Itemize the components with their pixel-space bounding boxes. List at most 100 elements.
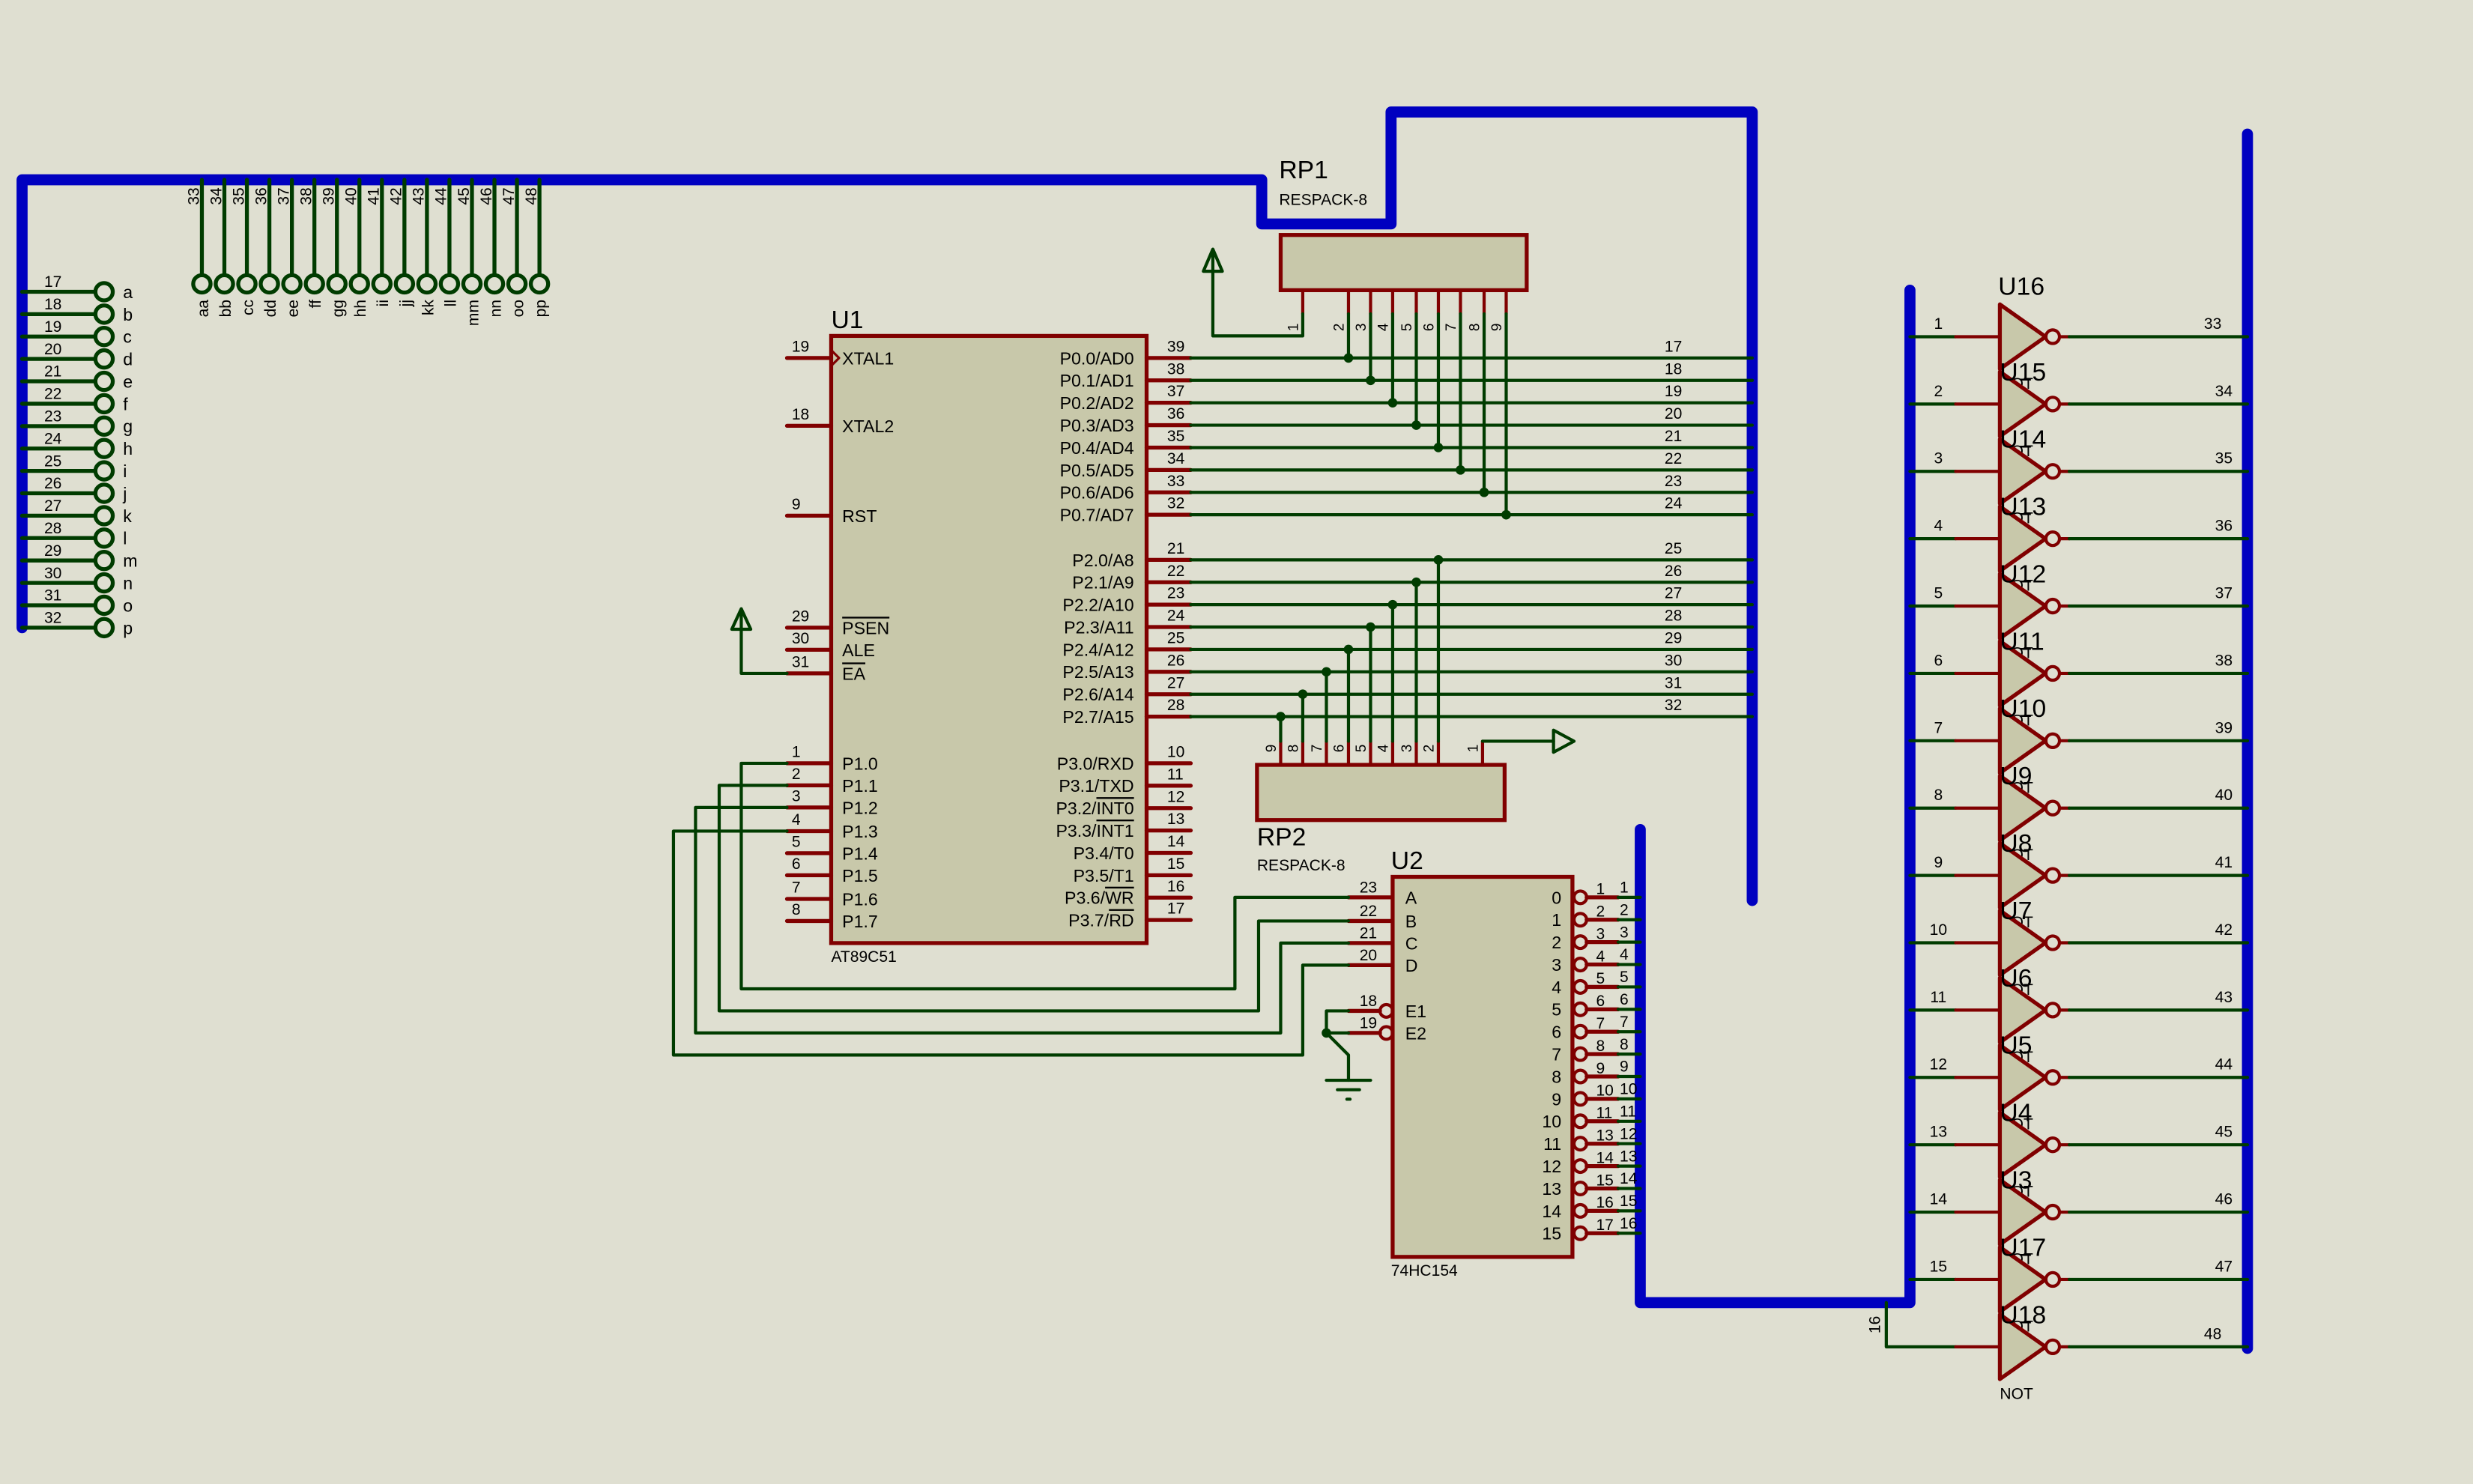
not-gate-icon (1997, 437, 2048, 506)
pin-name: P0.3/AD3 (1060, 416, 1134, 435)
pin-name: P1.0 (842, 754, 878, 773)
terminal-label: ee (285, 300, 302, 317)
terminal-label: i (123, 461, 127, 481)
net-label: 21 (44, 363, 61, 381)
junction-dot (1366, 375, 1375, 386)
component-ref: U11 (2000, 628, 2044, 655)
inverted-output-icon (2044, 396, 2062, 413)
inverted-output-icon (2044, 530, 2062, 548)
pin-name-overline: PSEN (842, 618, 889, 637)
pin-name: P1.6 (842, 889, 878, 909)
net-label: 34 (208, 187, 225, 205)
terminal-pin-icon (461, 273, 483, 295)
pin-number: 25 (1167, 630, 1184, 647)
terminal-pin-icon (191, 273, 213, 295)
pin-name: 4 (1552, 978, 1561, 997)
pin-name: 2 (1552, 933, 1561, 952)
terminal-pin-icon (93, 527, 115, 549)
terminal-pin-icon (303, 273, 325, 295)
not-gate-icon (1997, 572, 2048, 640)
component-part: RESPACK-8 (1279, 192, 1367, 209)
net-label: 25 (44, 452, 61, 470)
rp1-body (1278, 233, 1529, 292)
net-label: 19 (1665, 383, 1682, 400)
pin-number: 14 (1596, 1149, 1614, 1166)
wire (1325, 1009, 1351, 1035)
net-label: 4 (1934, 518, 1943, 535)
net-label: 27 (1665, 585, 1682, 602)
not-gate-icon (1997, 1312, 2048, 1381)
pin-name: P2.1/A9 (1072, 573, 1133, 593)
terminal-label: gg (330, 300, 347, 317)
pin-name-prefix: P3.6/ (1065, 888, 1106, 908)
pin-name: P0.4/AD4 (1060, 438, 1134, 458)
pin-number: 9 (1264, 745, 1280, 753)
bus-decoder (1635, 284, 1916, 1309)
net-label: 47 (2215, 1258, 2233, 1275)
pin-name: P0.6/AD6 (1060, 483, 1134, 503)
net-label: 18 (44, 296, 61, 313)
component-part: AT89C51 (831, 948, 896, 966)
wire (671, 829, 1351, 1057)
component-ref: U13 (2000, 494, 2046, 521)
pin-name: PSEN (842, 618, 889, 637)
net-label: 7 (1934, 719, 1943, 736)
net-label: 39 (321, 187, 338, 205)
net-label: 15 (1930, 1258, 1947, 1275)
pin-number: 1 (1286, 324, 1302, 332)
component-ref: U10 (2000, 695, 2046, 723)
pin-number: 7 (792, 879, 801, 897)
net-label: 37 (2215, 585, 2233, 602)
pin-number: 2 (1332, 324, 1348, 332)
terminal-label: d (123, 350, 133, 369)
component-ref: U9 (2000, 763, 2032, 790)
pin-number: 1 (1466, 745, 1482, 753)
pin-number: 6 (792, 855, 801, 873)
not-gate-icon (1997, 908, 2048, 978)
pin-number: 21 (1360, 925, 1377, 942)
net-label: 22 (1665, 450, 1682, 467)
net-label: 22 (44, 386, 61, 403)
pin-number: 6 (1422, 324, 1438, 332)
junction-dot (1411, 577, 1421, 587)
terminal-label: n (123, 574, 133, 593)
terminal-label: ii (375, 300, 392, 306)
pin-number: 36 (1167, 405, 1184, 423)
not-gate-icon (1997, 639, 2048, 708)
terminal-label: k (123, 506, 132, 526)
pin-name: B (1405, 912, 1417, 931)
net-label: 16 (1620, 1215, 1637, 1232)
power-arrow-icon (1202, 247, 1224, 273)
net-label: 14 (1930, 1191, 1948, 1208)
pin-number: 34 (1167, 450, 1185, 467)
component-ref: U18 (2000, 1301, 2046, 1329)
pin-name: ALE (842, 640, 875, 660)
pin-name: 10 (1542, 1112, 1561, 1131)
pin-number: 22 (1167, 563, 1184, 580)
pin-name: 0 (1552, 888, 1561, 907)
net-label: 16 (1866, 1316, 1883, 1333)
pin-number: 13 (1596, 1127, 1613, 1144)
wire (1884, 1300, 1958, 1348)
pin-name: P3.5/T1 (1074, 866, 1134, 885)
terminal-label: cc (240, 300, 257, 315)
pin-name: P3.6/WR (1065, 888, 1134, 908)
component-ref: U17 (2000, 1234, 2046, 1262)
net-label: 18 (1665, 360, 1682, 378)
net-label: 11 (1620, 1103, 1636, 1120)
pin-number: 23 (1360, 879, 1377, 897)
net-label: 26 (1665, 563, 1682, 580)
pin-number: 19 (792, 338, 809, 355)
pin-name: 9 (1552, 1089, 1561, 1109)
terminal-label: mm (464, 300, 482, 326)
junction-dot (1387, 398, 1398, 408)
terminal-pin-icon (281, 273, 303, 295)
net-label: 6 (1934, 652, 1943, 669)
pin-name: A (1405, 888, 1417, 907)
component-ref: U6 (2000, 965, 2032, 993)
pin-name: 3 (1552, 955, 1561, 975)
pin-name-overline: RD (1109, 911, 1133, 930)
pin-number: 26 (1167, 652, 1184, 669)
